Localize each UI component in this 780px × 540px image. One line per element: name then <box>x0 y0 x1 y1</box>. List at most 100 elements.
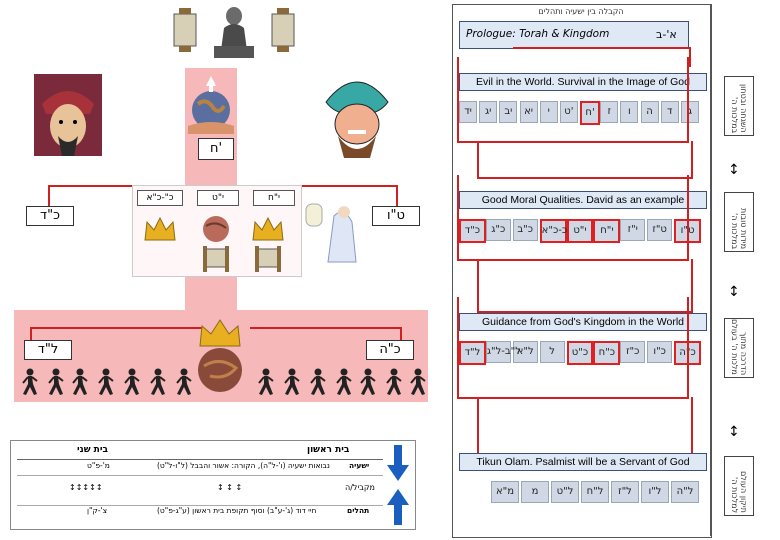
section-title: Tikun Olam. Psalmist will be a Servant o… <box>459 453 707 471</box>
sidebar-section-label: השגחה ובטחון במלכות ה' <box>724 76 754 136</box>
chapter-chip[interactable]: מ"א <box>491 481 519 503</box>
chapter-chip[interactable]: י <box>539 101 558 123</box>
right-sidebar-border <box>710 4 711 536</box>
chapter-chip[interactable]: ל"ו <box>641 481 669 503</box>
connector-line <box>250 327 402 345</box>
arrow-line <box>513 47 691 67</box>
crown-label: י"ט <box>197 190 239 206</box>
row-mid-cell: נבואות ישעיה (ו'-ל"ה), הקורה: אשור והבבל… <box>157 461 330 470</box>
arrow-up-icon <box>387 489 409 529</box>
chapter-chip[interactable]: ל"ז <box>611 481 639 503</box>
person-silhouette-icon <box>150 368 166 396</box>
chapter-chip[interactable]: כ"ד <box>459 219 486 243</box>
chapter-chip[interactable]: כ"ו <box>647 341 673 363</box>
row-right-cell: מקביל/ה <box>345 483 375 492</box>
person-silhouette-icon <box>258 368 274 396</box>
chapter-chip[interactable]: ז <box>600 101 619 123</box>
chapter-chip[interactable]: י"ז <box>620 219 646 241</box>
chapter-chip[interactable]: מ <box>521 481 549 503</box>
sidebar-section-label: הדרכה מתוך מלכות ה' בעולם <box>724 318 754 378</box>
chapter-chip[interactable]: יא <box>519 101 538 123</box>
globe-icon <box>201 214 231 248</box>
section-title: Good Moral Qualities. David as an exampl… <box>459 191 707 209</box>
connector-line <box>477 259 693 313</box>
row-right-cell: תהלים <box>347 506 370 515</box>
globe-hands-icon <box>188 76 234 134</box>
updown-arrow-icon: ↕ <box>728 424 740 440</box>
sidebar-section-label: מידות טובות במלכות ה' <box>724 192 754 252</box>
crowns-group: כ"-כ"א י"ט י"ח <box>132 185 302 277</box>
chapter-chip[interactable]: י"ט <box>566 219 594 243</box>
header-first-temple: בית ראשון <box>307 445 350 455</box>
updown-arrow-icon: ↕ <box>728 162 740 178</box>
statue-icon <box>212 2 256 58</box>
prologue-title: Prologue: Torah & Kingdom <box>466 28 610 40</box>
person-silhouette-icon <box>284 368 300 396</box>
sidebar-section-label: תיקון העולם למלכות ה' <box>724 456 754 516</box>
chapter-chip[interactable]: כ"ג <box>485 219 511 241</box>
chapter-chip[interactable]: כ-כ"א <box>539 219 567 243</box>
connector-line <box>477 397 693 457</box>
person-silhouette-icon <box>386 368 402 396</box>
section-frame <box>457 175 689 261</box>
chapter-chip[interactable]: ה <box>640 101 659 123</box>
crown-label: כ"-כ"א <box>137 190 183 206</box>
person-silhouette-icon <box>48 368 64 396</box>
connector-line <box>477 141 693 179</box>
chapter-chip[interactable]: ו <box>620 101 639 123</box>
chapter-chip[interactable]: ט"ז <box>647 219 673 241</box>
chapter-chip[interactable]: יב <box>499 101 518 123</box>
table-header: בית שני בית ראשון <box>17 445 383 460</box>
chapter-chip[interactable]: י"ח <box>593 219 621 243</box>
chapter-chip[interactable]: ל <box>539 341 565 363</box>
prologue-ref: א'-ב <box>656 28 677 41</box>
chapter-chip[interactable]: ג <box>680 101 699 123</box>
chapter-chip[interactable]: כ"ט <box>566 341 594 365</box>
person-silhouette-icon <box>98 368 114 396</box>
top-header: הקבלה בין ישעיה ותהלים <box>538 7 624 16</box>
chapter-chip[interactable]: ל"ה <box>671 481 699 503</box>
chapter-right-label: ט"ו <box>372 206 420 226</box>
chapter-chip[interactable]: יד <box>459 101 478 123</box>
chapter-chip[interactable]: כ"ב <box>512 219 538 241</box>
table-row: צ'-ק"ן חיי דוד (ג'-ע"ב) וסוף תקופת בית ר… <box>17 505 383 520</box>
chapter-chip[interactable]: יג <box>479 101 498 123</box>
torah-scroll-icon <box>268 8 298 52</box>
chapter-chip[interactable]: כ"ז <box>620 341 646 363</box>
chapter-chip[interactable]: כ"ח <box>593 341 621 365</box>
header-second-temple: בית שני <box>77 445 108 455</box>
row-mid-cell: ↕ ↕ ↕ <box>217 483 243 492</box>
chapter-bottom-right-label: כ"ה <box>366 340 414 360</box>
crown-icon <box>251 216 285 246</box>
chapter-bottom-left-label: ל"ד <box>24 340 72 360</box>
chapter-chip[interactable]: ל"ב-ל"ג <box>485 341 521 363</box>
connector-line <box>30 327 202 345</box>
chapter-chip[interactable]: ל"א <box>512 341 538 363</box>
chapter-chip[interactable]: ל"ד <box>459 341 486 365</box>
prologue-box: Prologue: Torah & Kingdom א'-ב <box>459 21 689 49</box>
table-row: מ'-פ"ט נבואות ישעיה (ו'-ל"ה), הקורה: אשו… <box>17 461 383 476</box>
chapter-chip[interactable]: ל"ח <box>581 481 609 503</box>
sidebar-text: הדרכה מתוך מלכות ה' בעולם <box>730 319 748 375</box>
person-silhouette-icon <box>360 368 376 396</box>
chapter-chip[interactable]: ד <box>660 101 679 123</box>
chapter-left-label: כ"ד <box>26 206 74 226</box>
sidebar-text: מידות טובות במלכות ה' <box>730 208 748 249</box>
connector-line <box>48 185 136 209</box>
connector-line <box>300 185 398 209</box>
person-silhouette-icon <box>176 368 192 396</box>
chapter-chip[interactable]: ל"ט <box>551 481 579 503</box>
chapter-chip[interactable]: ח' <box>580 101 601 125</box>
sidebar-text: תיקון העולם למלכות ה' <box>730 471 748 513</box>
updown-arrow-icon: ↕ <box>728 284 740 300</box>
globe-icon <box>196 346 244 398</box>
person-silhouette-icon <box>124 368 140 396</box>
person-silhouette-icon <box>410 368 426 396</box>
crown-icon <box>143 216 177 246</box>
chapter-chip[interactable]: ט' <box>559 101 578 123</box>
section-title: Evil in the World. Survival in the Image… <box>459 73 707 91</box>
sidebar-text: השגחה ובטחון במלכות ה' <box>730 84 748 133</box>
comparison-table: בית שני בית ראשון מ'-פ"ט נבואות ישעיה (ו… <box>10 440 416 530</box>
chapter-top-label: ח' <box>198 138 234 160</box>
